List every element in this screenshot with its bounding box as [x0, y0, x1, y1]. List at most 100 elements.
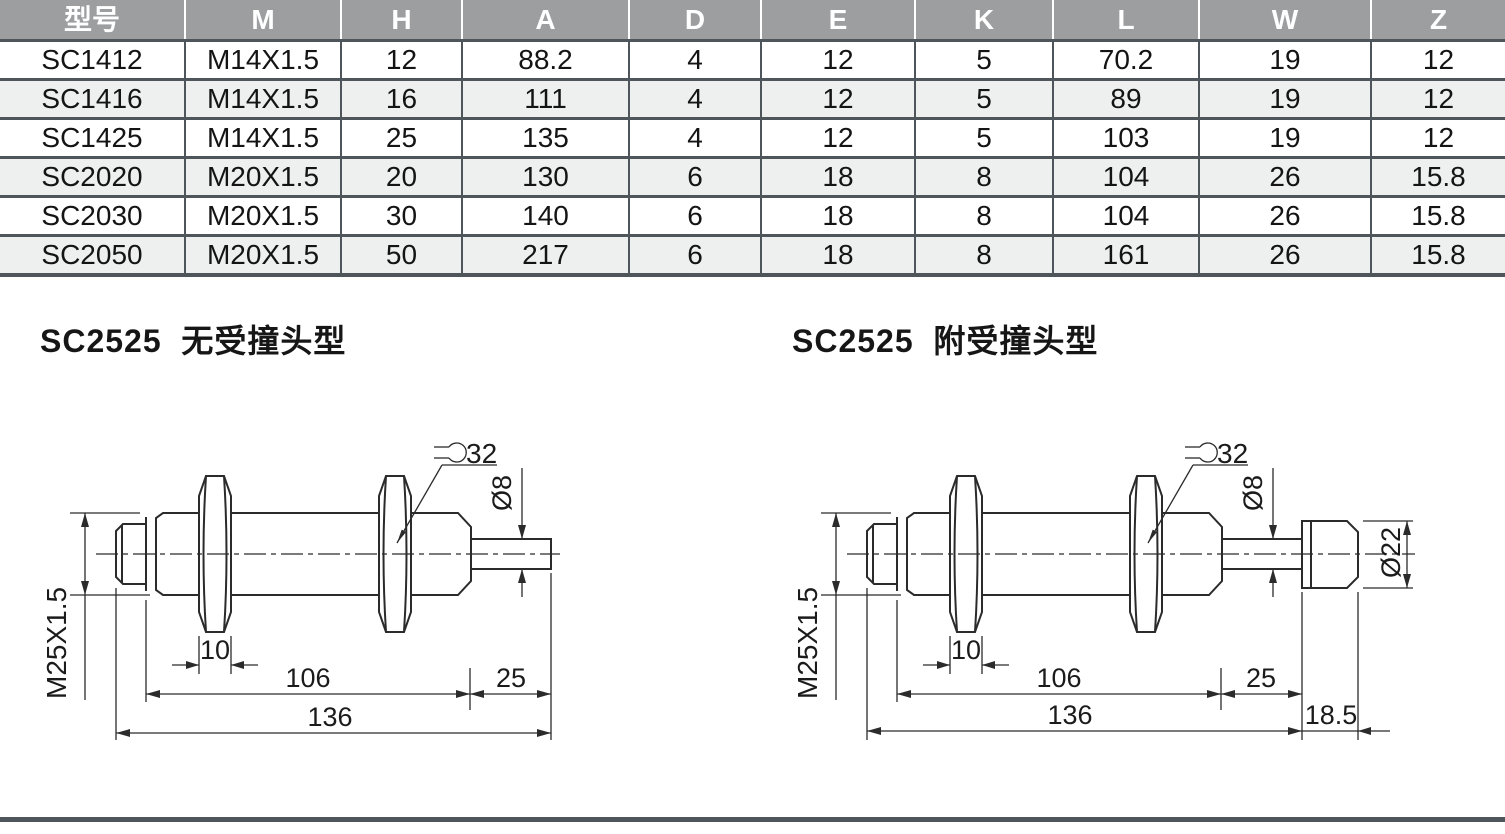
table-cell: 88.2	[463, 42, 630, 78]
table-cell: 5	[916, 120, 1054, 156]
spec-table: 型号 M H A D E K L W Z SC1412 M14X1.5 12 8…	[0, 0, 1505, 277]
table-row: SC1412 M14X1.5 12 88.2 4 12 5 70.2 19 12	[0, 39, 1505, 78]
table-cell: 50	[342, 237, 463, 273]
table-cell: 70.2	[1054, 42, 1200, 78]
dim-label-head-length: 18.5	[1305, 700, 1358, 730]
table-row: SC2030 M20X1.5 30 140 6 18 8 104 26 15.8	[0, 195, 1505, 234]
dimension-head-length	[1302, 592, 1390, 740]
table-cell: M14X1.5	[186, 42, 342, 78]
table-cell: 4	[630, 42, 762, 78]
table-cell: M20X1.5	[186, 159, 342, 195]
table-cell: 140	[463, 198, 630, 234]
dim-label-nut-width: 10	[951, 635, 981, 665]
dim-label-nut-width: 10	[200, 635, 230, 665]
dim-label-thread: M25X1.5	[792, 587, 823, 699]
table-cell: M20X1.5	[186, 198, 342, 234]
table-cell: 18	[762, 237, 916, 273]
table-row: SC2020 M20X1.5 20 130 6 18 8 104 26 15.8	[0, 156, 1505, 195]
table-row: SC1425 M14X1.5 25 135 4 12 5 103 19 12	[0, 117, 1505, 156]
table-cell: 8	[916, 198, 1054, 234]
column-header-k: K	[916, 0, 1054, 39]
table-cell: 4	[630, 120, 762, 156]
dim-label-body-length: 106	[1036, 663, 1081, 693]
dimension-body-length	[145, 600, 471, 710]
section-title-without-head: SC2525 无受撞头型	[40, 323, 347, 359]
table-cell: 19	[1200, 81, 1372, 117]
table-cell: 130	[463, 159, 630, 195]
column-header-a: A	[463, 0, 630, 39]
wrench-icon	[1185, 442, 1218, 463]
table-cell: 12	[1422, 122, 1455, 153]
dim-label-wrench-size: 32	[466, 438, 497, 469]
table-cell: 6	[630, 159, 762, 195]
table-cell: 19	[1200, 42, 1372, 78]
dim-label-total-length: 136	[1047, 700, 1092, 730]
column-header-d: D	[630, 0, 762, 39]
dimension-body-length	[896, 600, 1222, 710]
dim-label-rod-length: 25	[496, 663, 526, 693]
table-cell: 135	[463, 120, 630, 156]
table-cell: 5	[916, 81, 1054, 117]
table-cell: 20	[342, 159, 463, 195]
table-bottom-border	[0, 273, 1505, 277]
table-cell: 217	[463, 237, 630, 273]
table-cell: 26	[1200, 237, 1372, 273]
dimension-nut-width	[923, 636, 1009, 674]
piston-rod	[1222, 538, 1302, 570]
table-body: SC1412 M14X1.5 12 88.2 4 12 5 70.2 19 12…	[0, 39, 1505, 277]
table-cell: 12	[762, 120, 916, 156]
dimension-head-diameter	[1363, 520, 1413, 589]
dimension-total-length	[115, 588, 551, 740]
end-cap	[866, 523, 898, 585]
table-cell: 30	[342, 198, 463, 234]
technical-drawing-without-head: 32 Ø8 M25X1.5 10	[41, 438, 560, 740]
table-cell: 8	[916, 237, 1054, 273]
table-cell: 8	[916, 159, 1054, 195]
wrench-icon	[434, 442, 467, 463]
table-cell: SC1416	[0, 81, 186, 117]
column-header-model: 型号	[0, 0, 186, 39]
table-cell: 89	[1054, 81, 1200, 117]
dimension-rod-diameter	[518, 468, 526, 597]
section-title-with-head: SC2525 附受撞头型	[792, 323, 1099, 359]
table-cell: 12	[762, 42, 916, 78]
table-cell: M20X1.5	[186, 237, 342, 273]
column-header-z: Z	[1429, 4, 1448, 35]
table-cell: 103	[1054, 120, 1200, 156]
table-cell: 16	[342, 81, 463, 117]
wrench-leader	[396, 464, 497, 544]
table-cell: 26	[1200, 159, 1372, 195]
table-cell: SC2030	[0, 198, 186, 234]
table-cell: SC1425	[0, 120, 186, 156]
column-header-h: H	[342, 0, 463, 39]
table-cell: 26	[1200, 198, 1372, 234]
table-cell: 15.8	[1411, 239, 1466, 270]
column-header-e: E	[762, 0, 916, 39]
table-cell: M14X1.5	[186, 120, 342, 156]
wrench-leader	[1147, 464, 1248, 544]
dim-label-rod-length: 25	[1246, 663, 1276, 693]
dim-label-thread: M25X1.5	[41, 587, 72, 699]
table-cell: 4	[630, 81, 762, 117]
table-cell: 12	[342, 42, 463, 78]
table-cell: 18	[762, 159, 916, 195]
end-cap	[115, 523, 147, 585]
table-cell: 161	[1054, 237, 1200, 273]
table-cell: 19	[1200, 120, 1372, 156]
table-cell: 6	[630, 198, 762, 234]
dim-label-body-length: 106	[285, 663, 330, 693]
table-cell: 12	[762, 81, 916, 117]
dim-label-wrench-size: 32	[1217, 438, 1248, 469]
column-header-l: L	[1054, 0, 1200, 39]
dimension-rod-length	[470, 573, 552, 740]
table-cell: SC2050	[0, 237, 186, 273]
dimension-thread	[70, 512, 150, 700]
table-cell: 12	[1422, 44, 1455, 75]
table-cell: 5	[916, 42, 1054, 78]
table-row: SC1416 M14X1.5 16 111 4 12 5 89 19 12	[0, 78, 1505, 117]
dim-label-head-diameter: Ø22	[1376, 527, 1406, 578]
column-header-w: W	[1200, 0, 1372, 39]
table-row: SC2050 M20X1.5 50 217 6 18 8 161 26 15.8	[0, 234, 1505, 273]
table-cell: 104	[1054, 159, 1200, 195]
